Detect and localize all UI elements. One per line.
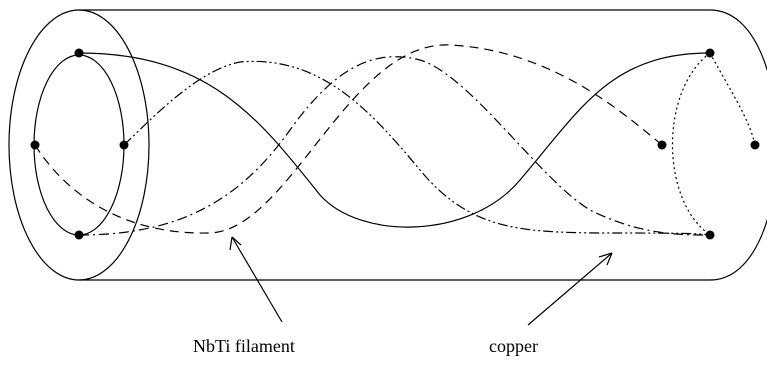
filament-back-dotted	[671, 52, 711, 236]
arrow-copper-head	[598, 252, 613, 266]
filament-dashed	[34, 44, 663, 234]
arrow-copper-line	[527, 252, 613, 326]
filament-endpoints	[30, 48, 760, 240]
filament-dash-dot	[78, 56, 711, 236]
nbti-filament-label: NbTi filament	[193, 336, 295, 356]
endpoint-back-bottom	[705, 230, 715, 240]
endpoint-front-right	[119, 140, 129, 150]
arrow-filament-line	[231, 236, 283, 323]
nbti-filaments	[34, 44, 756, 236]
filament-solid	[78, 52, 711, 228]
inner-filament-ring	[33, 54, 125, 236]
cylinder-back-end	[709, 9, 767, 281]
endpoint-front-bottom	[74, 230, 84, 240]
endpoint-back-top	[705, 48, 715, 58]
filament-back-dotted-2	[709, 52, 756, 146]
endpoint-back-right	[750, 140, 760, 150]
endpoint-front-top	[74, 48, 84, 58]
filament-dash-dot-dot	[123, 60, 711, 236]
annotation-arrows	[229, 236, 613, 326]
endpoint-front-left	[30, 140, 40, 150]
endpoint-back-left	[657, 140, 667, 150]
copper-label: copper	[489, 336, 538, 356]
arrow-filament-head	[229, 236, 242, 251]
